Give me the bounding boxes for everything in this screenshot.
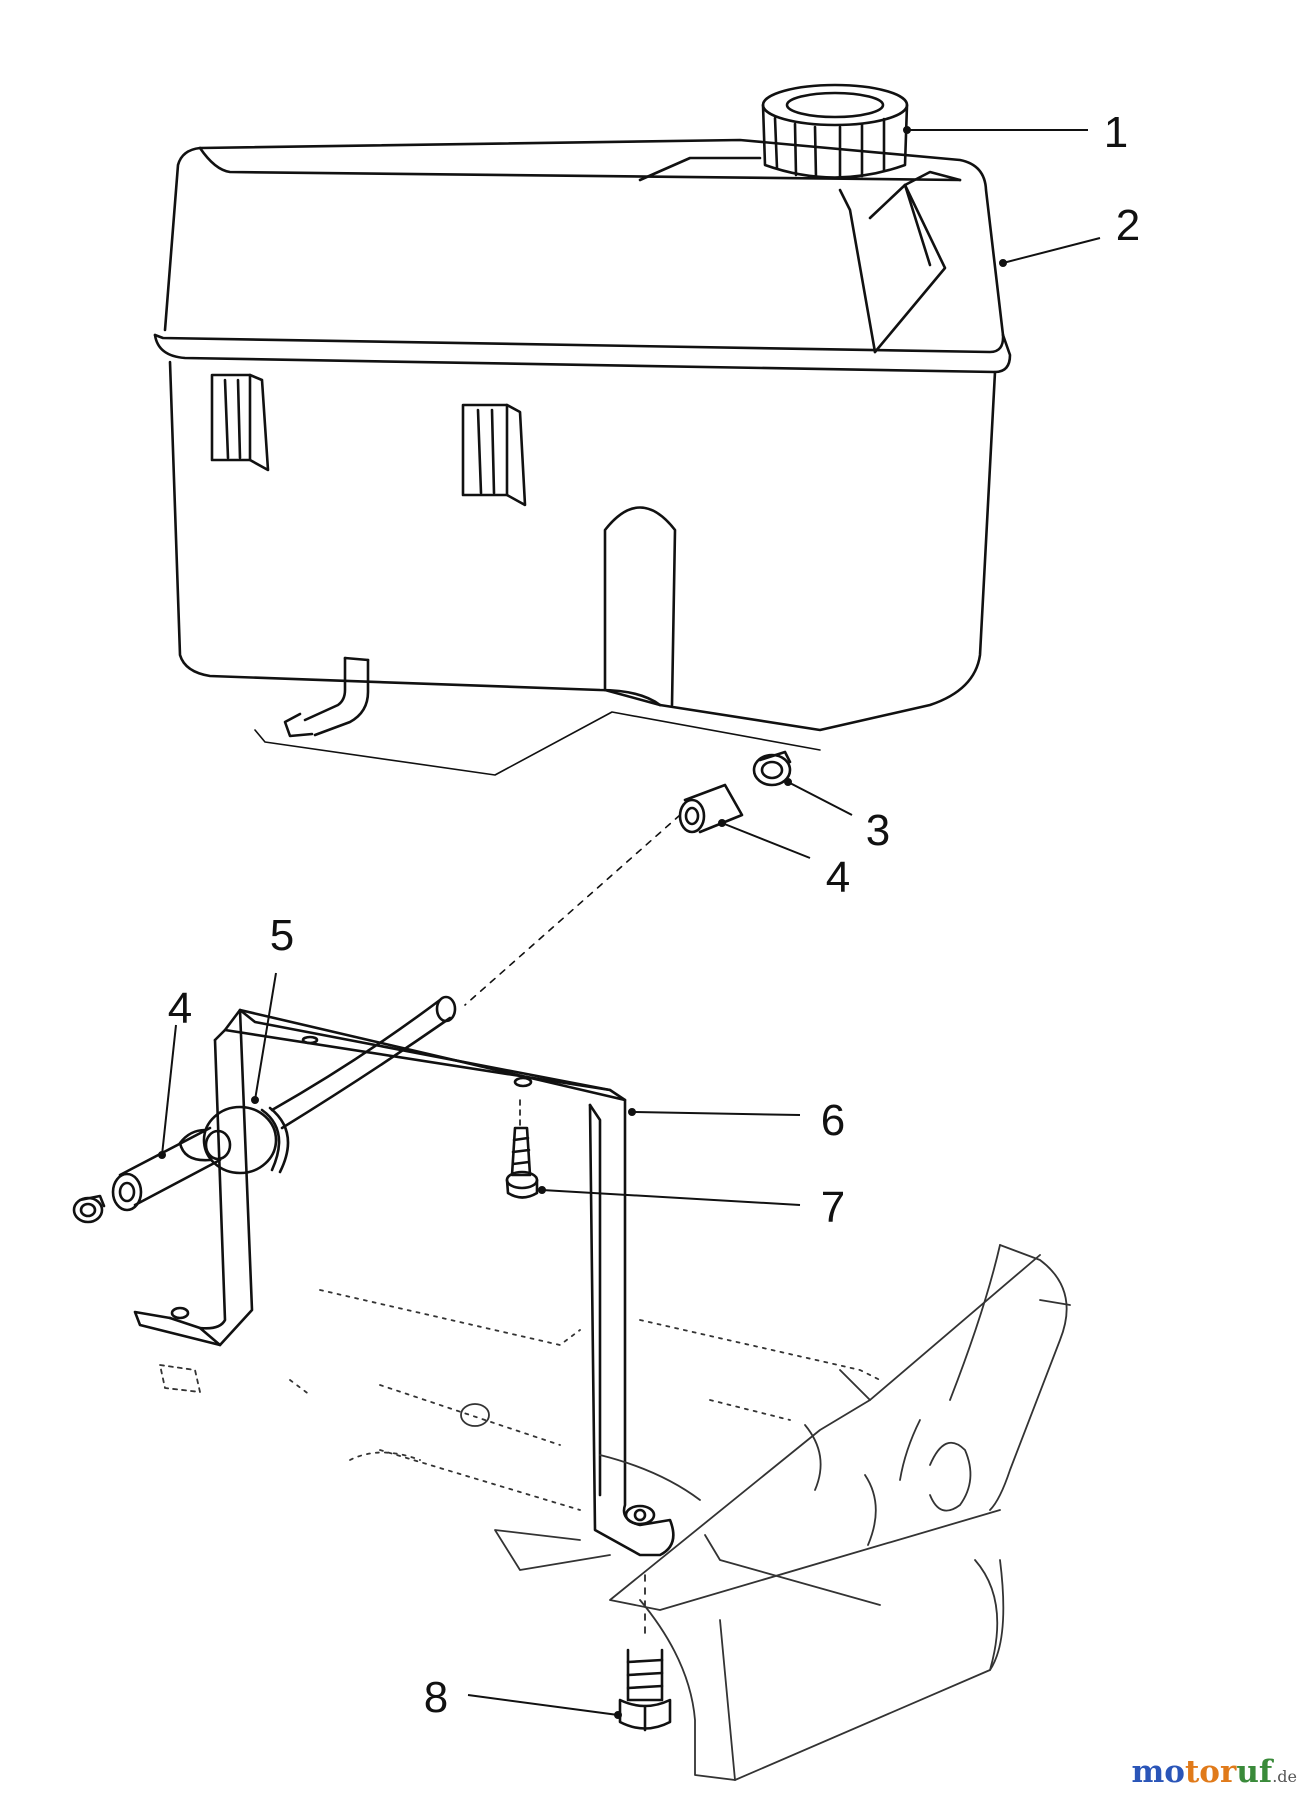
hose-clamp-lower — [72, 1194, 106, 1224]
callout-2: 2 — [1116, 201, 1140, 250]
callout-7: 7 — [821, 1183, 845, 1232]
callout-5: 5 — [270, 911, 294, 960]
callout-6: 6 — [821, 1096, 845, 1145]
fuel-filter — [178, 1105, 290, 1175]
tank-tab-right — [461, 403, 527, 507]
bolt — [618, 1574, 672, 1732]
watermark-tld: .de — [1272, 1767, 1297, 1786]
mower-frame — [159, 1244, 1071, 1781]
tank-bracket — [133, 1008, 675, 1557]
fuel-tank — [153, 138, 1012, 776]
fuel-cap — [761, 83, 909, 180]
watermark-part-tor: tor — [1184, 1754, 1237, 1790]
leader-lines — [158, 126, 1101, 1719]
screw — [505, 1099, 539, 1199]
fuel-line — [270, 995, 457, 1130]
callout-8: 8 — [424, 1673, 448, 1722]
fuel-hose-short — [678, 783, 744, 834]
callout-1: 1 — [1104, 108, 1128, 157]
callout-4-upper: 4 — [826, 853, 850, 902]
callout-4-lower: 4 — [168, 984, 192, 1033]
callouts: 1 2 3 4 5 4 6 7 8 — [168, 108, 1140, 1722]
tank-tab-left — [210, 373, 270, 472]
tank-outlet-fitting — [283, 656, 370, 738]
callout-3: 3 — [866, 806, 890, 855]
watermark-part-mo: mo — [1131, 1754, 1185, 1790]
hose-clamp-upper — [752, 750, 792, 787]
watermark-logo: motoruf.de — [1132, 1754, 1298, 1790]
watermark-part-uf: uf — [1236, 1754, 1273, 1790]
fuel-hose-lower — [111, 1126, 222, 1212]
